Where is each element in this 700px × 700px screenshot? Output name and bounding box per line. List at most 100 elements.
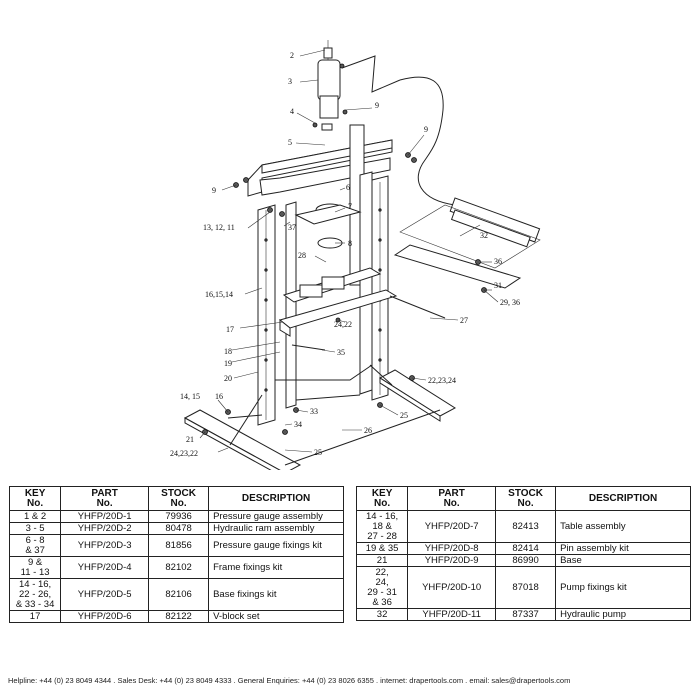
- callout-labels: 2 3 4 5 9 9 9 6 7 8 37 13, 12, 11 32 28 …: [170, 51, 520, 458]
- table-cell: 19 & 35: [355, 542, 409, 555]
- table-cell: 14 - 16,22 - 26,& 33 - 34: [8, 578, 62, 611]
- cell-text: 27 - 28: [367, 530, 397, 542]
- cell-text: Frame fixings kit: [213, 561, 283, 573]
- table-cell: 1 & 2: [8, 510, 62, 523]
- callout: 24,22: [334, 320, 352, 329]
- cell-text: 81856: [165, 539, 192, 551]
- cell-text: YHFP/20D-7: [424, 520, 479, 532]
- cell-text: 82413: [512, 520, 539, 532]
- table-cell: 9 &11 - 13: [8, 556, 62, 579]
- cell-text: 14 - 16,: [18, 578, 52, 590]
- cell-text: Table assembly: [560, 520, 626, 532]
- callout: 4: [290, 107, 294, 116]
- table-cell: 17: [8, 610, 62, 623]
- cell-text: 24,: [375, 576, 389, 588]
- callout: 27: [460, 316, 468, 325]
- cell-text: 79936: [165, 510, 192, 522]
- table-cell: 22,24,29 - 31& 36: [355, 566, 409, 609]
- table-cell: 81856: [148, 534, 210, 557]
- cell-text: YHFP/20D-6: [77, 610, 132, 622]
- cell-text: 1 & 2: [24, 510, 47, 522]
- cell-text: No.: [517, 497, 534, 509]
- cell-text: 3 - 5: [25, 522, 45, 534]
- cell-text: 32: [376, 608, 388, 620]
- table-cell: 21: [355, 554, 409, 567]
- cell-text: 19 & 35: [365, 542, 399, 554]
- callout: 31: [494, 281, 502, 290]
- table-cell: YHFP/20D-5: [60, 578, 150, 611]
- table-cell: YHFP/20D-6: [60, 610, 150, 623]
- table-cell: 87337: [495, 608, 557, 621]
- cell-text: No.: [170, 497, 187, 509]
- table-cell: 80478: [148, 522, 210, 535]
- cell-text: 11 - 13: [20, 566, 50, 578]
- table-row: 21 YHFP/20D-9 86990 Base: [355, 554, 691, 567]
- column-header: DESCRIPTION: [555, 486, 691, 511]
- table-cell: Hydraulic ram assembly: [208, 522, 344, 535]
- cell-text: Base: [560, 554, 582, 566]
- cell-text: STOCK: [161, 487, 196, 499]
- cell-text: 22 - 26,: [18, 588, 52, 600]
- callout: 14, 15: [180, 392, 200, 401]
- table-cell: 6 - 8& 37: [8, 534, 62, 557]
- callout: 9: [424, 125, 428, 134]
- cell-text: YHFP/20D-3: [77, 539, 132, 551]
- cell-text: 22,: [375, 566, 389, 578]
- table-cell: YHFP/20D-2: [60, 522, 150, 535]
- table-cell: Pressure gauge assembly: [208, 510, 344, 523]
- cell-text: YHFP/20D-2: [77, 522, 132, 534]
- cell-text: YHFP/20D-10: [422, 581, 482, 593]
- table-cell: 82102: [148, 556, 210, 579]
- table-cell: YHFP/20D-11: [407, 608, 497, 621]
- table-cell: YHFP/20D-9: [407, 554, 497, 567]
- table-cell: Frame fixings kit: [208, 556, 344, 579]
- cell-text: STOCK: [508, 487, 543, 499]
- table-cell: 82414: [495, 542, 557, 555]
- callout: 24,23,22: [170, 449, 198, 458]
- cell-text: 82414: [512, 542, 539, 554]
- exploded-diagram: 2 3 4 5 9 9 9 6 7 8 37 13, 12, 11 32 28 …: [170, 40, 541, 470]
- callout: 26: [364, 426, 372, 435]
- callout: 29, 36: [500, 298, 520, 307]
- cell-text: YHFP/20D-1: [77, 510, 132, 522]
- cell-text: 29 - 31: [367, 586, 397, 598]
- table-cell: Pump fixings kit: [555, 566, 691, 609]
- cell-text: 17: [29, 610, 41, 622]
- cell-text: No.: [96, 497, 113, 509]
- contact-footer: Helpline: +44 (0) 23 8049 4344 . Sales D…: [8, 676, 571, 685]
- callout: 3: [288, 77, 292, 86]
- callout: 19: [224, 359, 232, 368]
- cell-text: Pin assembly kit: [560, 542, 629, 554]
- cell-text: 18 &: [372, 520, 392, 532]
- cell-text: YHFP/20D-8: [424, 542, 479, 554]
- callout: 21: [186, 435, 194, 444]
- cell-text: 86990: [512, 554, 539, 566]
- callout: 13, 12, 11: [203, 223, 235, 232]
- table-cell: YHFP/20D-4: [60, 556, 150, 579]
- callout: 5: [288, 138, 292, 147]
- callout: 6: [346, 183, 350, 192]
- cell-text: 21: [376, 554, 388, 566]
- cell-text: PART: [91, 487, 118, 499]
- callout: 8: [348, 239, 352, 248]
- cell-text: Pressure gauge assembly: [213, 510, 323, 522]
- cell-text: KEY: [24, 487, 46, 499]
- callout: 18: [224, 347, 232, 356]
- callout: 36: [494, 257, 502, 266]
- callout: 34: [294, 420, 302, 429]
- cell-text: 14 - 16,: [365, 510, 399, 522]
- callout: 20: [224, 374, 232, 383]
- cell-text: KEY: [371, 487, 393, 499]
